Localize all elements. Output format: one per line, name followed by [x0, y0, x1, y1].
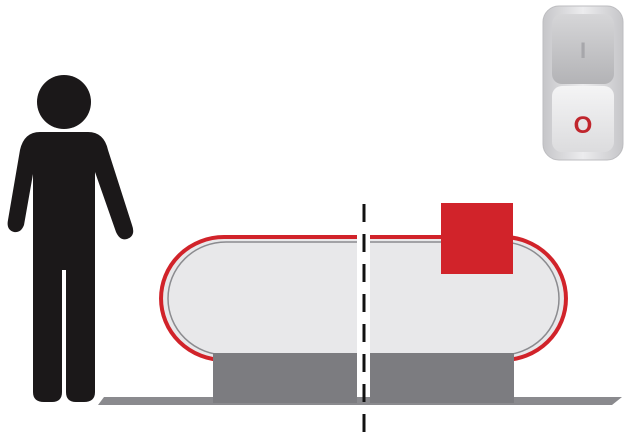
switch-on-label: I — [580, 38, 586, 63]
power-switch[interactable]: I O — [542, 5, 624, 161]
saddle-support-left — [213, 353, 357, 403]
vessel-left-half — [161, 237, 357, 360]
person-figure-icon — [7, 75, 134, 402]
saddle-support-right — [370, 353, 514, 403]
person-head — [37, 75, 91, 129]
switch-off-label: O — [574, 112, 593, 139]
vessel-right-half — [370, 237, 566, 360]
switch-rocker-top[interactable] — [552, 14, 614, 84]
vessel-outline-left — [159, 235, 357, 362]
pressure-vessel — [159, 235, 568, 362]
ground-base — [98, 397, 622, 405]
vessel-outline-right — [370, 235, 568, 362]
person-body — [7, 132, 134, 402]
warning-square — [441, 203, 513, 274]
vessel-inner-line-left — [167, 241, 357, 356]
vessel-inner-line-right — [370, 241, 560, 356]
switch-rocker-bottom[interactable] — [552, 86, 614, 152]
